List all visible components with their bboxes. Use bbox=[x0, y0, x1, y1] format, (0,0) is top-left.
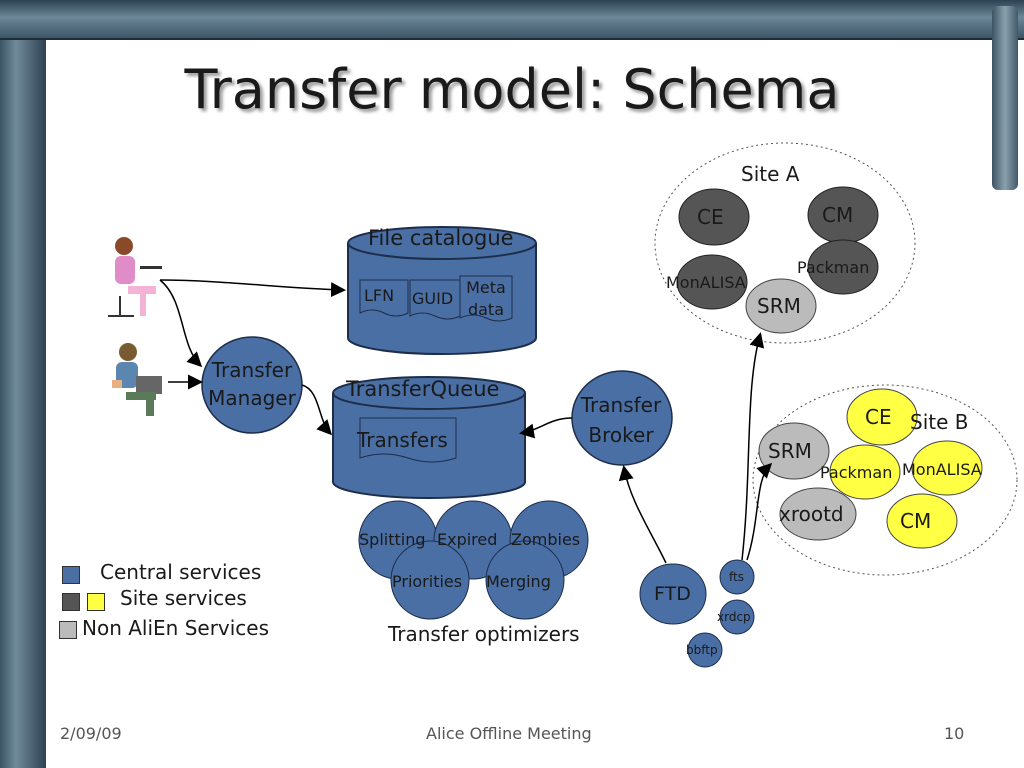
xrdcp-label: xrdcp bbox=[717, 610, 751, 624]
legend-non-alien-swatch bbox=[59, 621, 77, 639]
site-a-cm-label: CM bbox=[822, 203, 854, 227]
transfer-queue-label: TransferQueue bbox=[346, 377, 500, 401]
slide-frame-right bbox=[992, 6, 1018, 190]
site-b-title: Site B bbox=[910, 410, 969, 434]
site-b-ce-label: CE bbox=[865, 405, 892, 429]
optimizer-merging-node bbox=[485, 540, 565, 620]
site-a-packman-node bbox=[807, 239, 879, 295]
legend-site-label: Site services bbox=[120, 586, 247, 610]
connectors bbox=[159, 279, 773, 564]
slide-title: Transfer model: Schema bbox=[184, 58, 840, 121]
site-b-cm-label: CM bbox=[900, 509, 932, 533]
site-b-xrootd-node bbox=[779, 487, 857, 541]
legend-central-label: Central services bbox=[100, 560, 262, 584]
site-a-packman-label: Packman bbox=[797, 258, 870, 277]
site-b-srm-node bbox=[758, 422, 830, 480]
zombies-label: Zombies bbox=[511, 530, 581, 549]
transfer-broker-label: Transfer Broker bbox=[580, 393, 662, 447]
legend-central-swatch bbox=[62, 566, 80, 584]
metadata-label: Meta data bbox=[466, 278, 506, 319]
expired-label: Expired bbox=[437, 530, 498, 549]
site-b-srm-label: SRM bbox=[768, 439, 812, 463]
optimizer-priorities-node bbox=[390, 540, 470, 620]
guid-label: GUID bbox=[412, 289, 454, 308]
site-b-xrootd-label: xrootd bbox=[779, 502, 844, 526]
priorities-label: Priorities bbox=[392, 572, 463, 591]
site-b-boundary bbox=[752, 384, 1018, 576]
slide-frame-top bbox=[0, 0, 1024, 40]
footer-event: Alice Offline Meeting bbox=[426, 724, 592, 743]
bbftp-label: bbftp bbox=[686, 643, 718, 657]
site-a-title: Site A bbox=[741, 162, 800, 186]
site-a-monalisa-label: MonALISA bbox=[666, 273, 746, 292]
guid-doc-shape bbox=[409, 279, 461, 320]
slide-frame-left bbox=[0, 0, 46, 768]
legend-site-yellow-swatch bbox=[87, 593, 105, 611]
site-a-srm-node bbox=[745, 278, 817, 334]
user-man-icon bbox=[112, 343, 162, 416]
fts-node bbox=[719, 559, 755, 595]
transfer-optimizers-caption: Transfer optimizers bbox=[388, 622, 580, 646]
bbftp-node bbox=[687, 632, 723, 668]
user-woman-icon bbox=[108, 237, 162, 317]
merging-label: Merging bbox=[486, 572, 551, 591]
file-catalogue-label: File catalogue bbox=[368, 226, 514, 250]
transfers-doc-shape bbox=[359, 417, 457, 463]
legend-non-alien-label: Non AliEn Services bbox=[82, 616, 270, 640]
site-a-srm-label: SRM bbox=[757, 294, 801, 318]
site-b-ce-node bbox=[846, 388, 918, 446]
site-a-ce-node bbox=[678, 188, 750, 246]
site-a-monalisa-node bbox=[676, 254, 748, 310]
ftd-node bbox=[639, 563, 707, 625]
site-a-ce-label: CE bbox=[697, 205, 724, 229]
transfers-label: Transfers bbox=[357, 428, 448, 452]
lfn-label: LFN bbox=[364, 286, 395, 305]
site-b-cm-node bbox=[886, 493, 958, 549]
xrdcp-node bbox=[719, 599, 755, 635]
site-b-monalisa-label: MonALISA bbox=[902, 460, 982, 479]
site-a-boundary bbox=[654, 142, 916, 344]
legend-site-dark-swatch bbox=[62, 593, 80, 611]
fts-label: fts bbox=[729, 570, 744, 584]
footer-date: 2/09/09 bbox=[60, 724, 122, 743]
site-b-packman-node bbox=[829, 444, 901, 500]
splitting-label: Splitting bbox=[359, 530, 426, 549]
site-b-packman-label: Packman bbox=[820, 463, 893, 482]
ftd-label: FTD bbox=[654, 583, 691, 605]
meta-doc-shape bbox=[459, 275, 513, 322]
lfn-doc-shape bbox=[359, 279, 409, 317]
transfer-manager-label: Transfer Manager bbox=[208, 358, 296, 410]
site-b-monalisa-node bbox=[911, 440, 983, 496]
footer-page-number: 10 bbox=[944, 724, 965, 743]
